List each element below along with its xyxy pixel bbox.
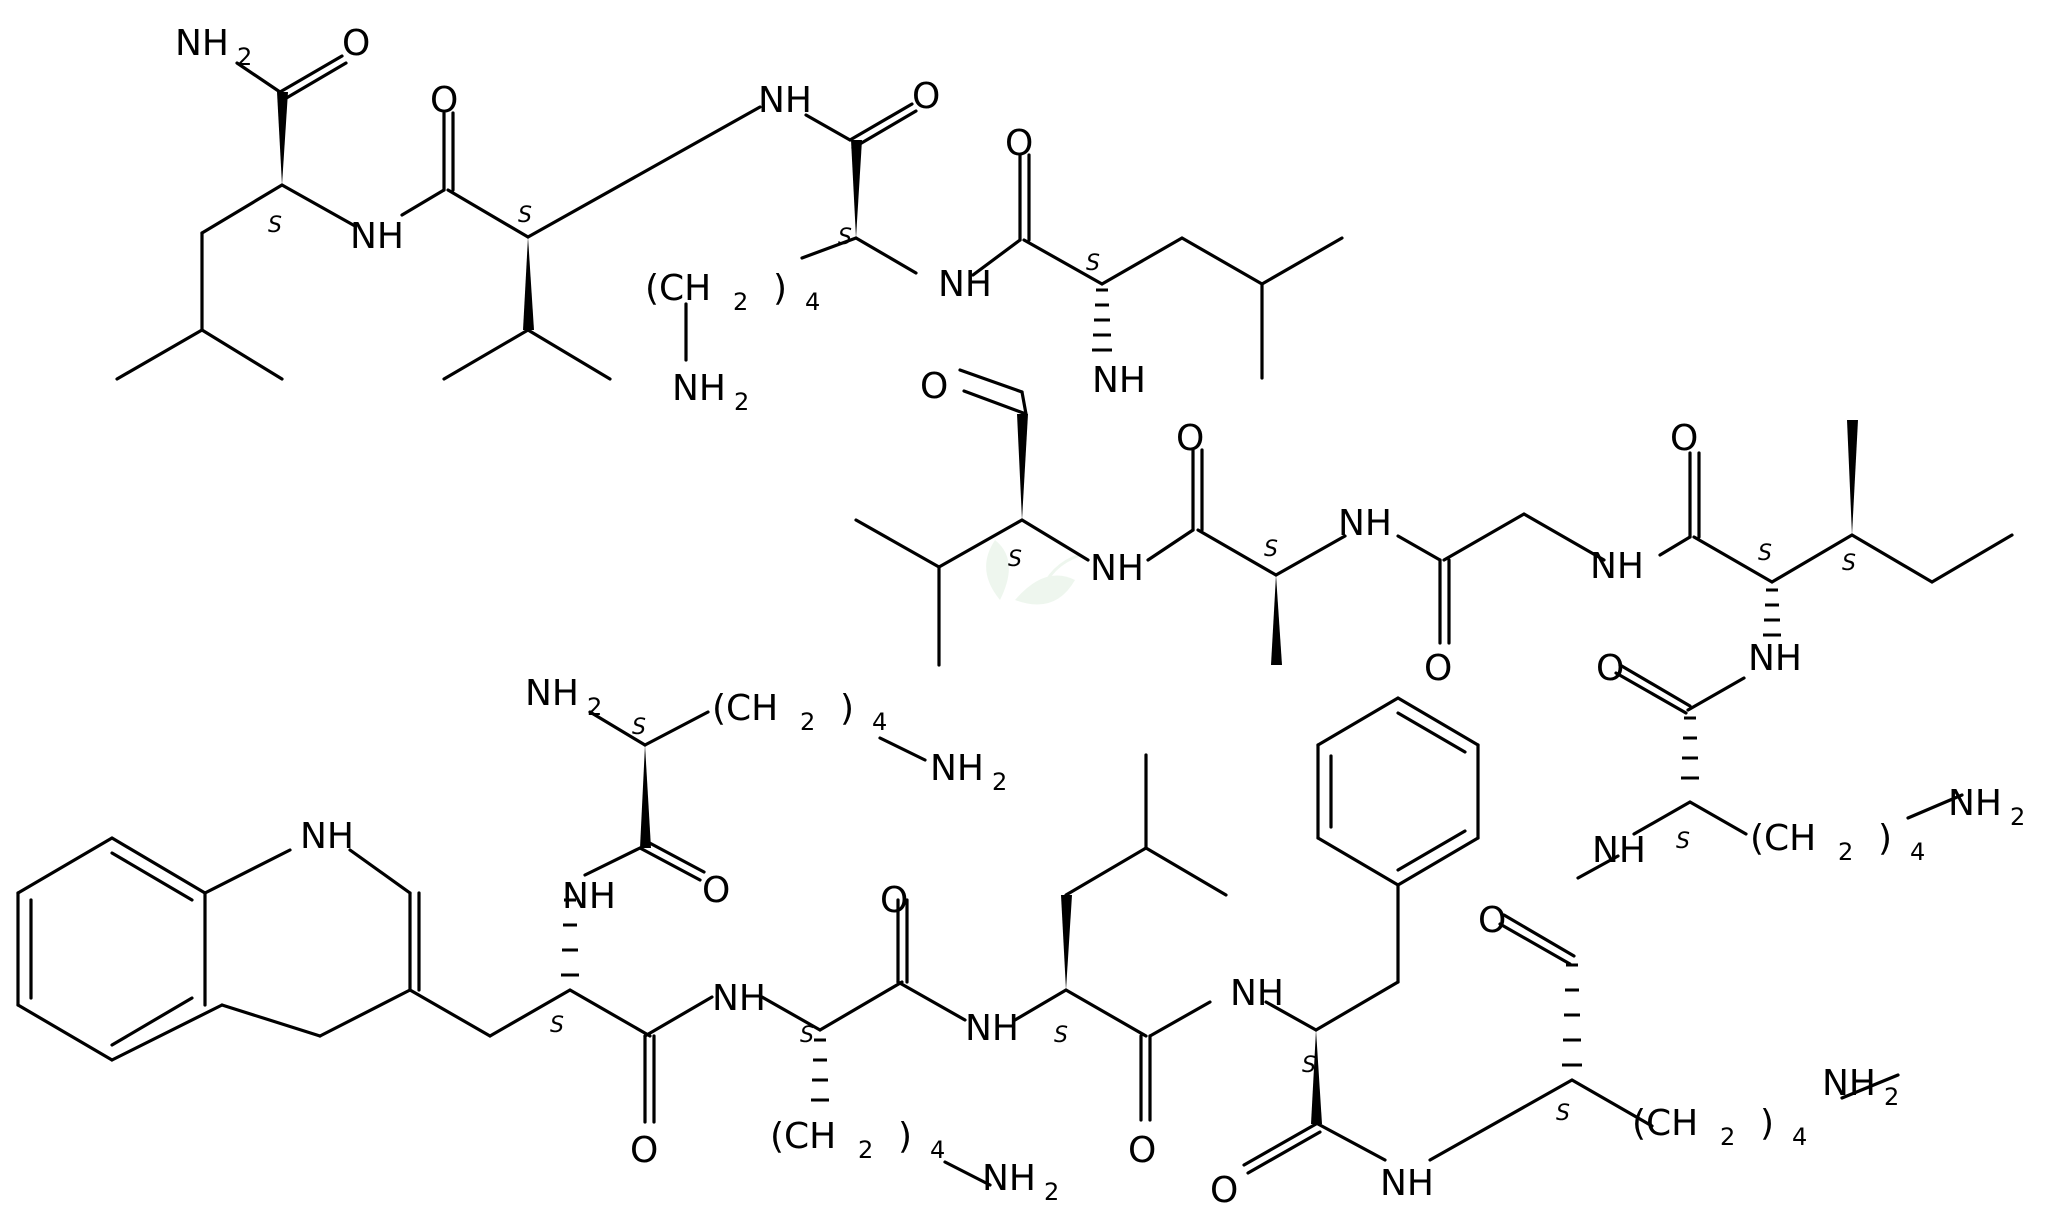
amine-label: NH (982, 1158, 1036, 1199)
stereo-s-label: S (1054, 1023, 1068, 1048)
methylene-count: 4 (1910, 838, 1925, 866)
methylene-count: 4 (930, 1136, 945, 1164)
imine-nh-label: NH (562, 876, 616, 917)
watermark-logo-icon (986, 540, 1081, 605)
methylene-paren: ) (898, 1116, 912, 1157)
imine-nh-label: NH (758, 80, 812, 121)
imine-nh-label: NH (1748, 638, 1802, 679)
amine-label: NH (672, 368, 726, 409)
methylene-label: (CH (645, 268, 711, 309)
imine-nh-label: NH (1592, 830, 1646, 871)
stereo-s-label: S (838, 225, 852, 250)
methylene-label: (CH (712, 688, 778, 729)
amine-subscript: 2 (237, 43, 252, 71)
imine-nh-label: NH (965, 1008, 1019, 1049)
stereo-s-label: S (800, 1023, 814, 1048)
stereo-s-label: S (550, 1013, 564, 1038)
amine-label: NH (525, 673, 579, 714)
oxygen-label: O (1596, 648, 1624, 689)
oxygen-label: O (430, 80, 458, 121)
oxygen-label: O (1005, 123, 1033, 164)
imine-nh-label: NH (938, 264, 992, 305)
bond-lines (16, 54, 2014, 1187)
stereo-s-label: S (268, 213, 282, 238)
amine-label: NH (930, 748, 984, 789)
methylene-label: (CH (1632, 1103, 1698, 1144)
imine-nh-label: NH (1338, 503, 1392, 544)
methylene-subscript: 2 (800, 708, 815, 736)
stereo-s-label: S (632, 715, 646, 740)
amine-subscript: 2 (1884, 1083, 1899, 1111)
methylene-subscript: 2 (1838, 838, 1853, 866)
oxygen-label: O (912, 76, 940, 117)
methylene-count: 4 (805, 288, 820, 316)
amine-label: NH (175, 23, 229, 64)
amine-subscript: 2 (587, 693, 602, 721)
imine-nh-label: NH (712, 978, 766, 1019)
amine-subscript: 2 (2010, 803, 2025, 831)
oxygen-label: O (880, 880, 908, 921)
stereo-s-label: S (1758, 541, 1772, 566)
stereo-s-label: S (1556, 1101, 1570, 1126)
imine-nh-label: NH (300, 816, 354, 857)
methylene-subscript: 2 (858, 1136, 873, 1164)
imine-nh-label: NH (1092, 360, 1146, 401)
stereo-s-label: S (1842, 551, 1856, 576)
stereo-s-label: S (1086, 251, 1100, 276)
oxygen-label: O (1478, 900, 1506, 941)
oxygen-label: O (702, 870, 730, 911)
stereo-s-label: S (518, 203, 532, 228)
stereo-s-label: S (1302, 1053, 1316, 1078)
amine-label: NH (1948, 783, 2002, 824)
imine-nh-label: NH (1090, 548, 1144, 589)
amine-subscript: 2 (992, 768, 1007, 796)
oxygen-label: O (1670, 418, 1698, 459)
imine-nh-label: NH (1380, 1163, 1434, 1204)
amine-subscript: 2 (1044, 1178, 1059, 1206)
stereo-s-label: S (1676, 829, 1690, 854)
imine-nh-label: NH (350, 216, 404, 257)
oxygen-label: O (1128, 1130, 1156, 1171)
methylene-count: 4 (872, 708, 887, 736)
amine-label: NH (1822, 1063, 1876, 1104)
oxygen-label: O (1424, 648, 1452, 689)
methylene-count: 4 (1792, 1123, 1807, 1151)
stereo-bonds (277, 92, 1858, 1124)
stereo-s-label: S (1008, 547, 1022, 572)
methylene-paren: ) (1878, 818, 1892, 859)
methylene-paren: ) (840, 688, 854, 729)
methylene-label: (CH (770, 1116, 836, 1157)
stereo-s-label: S (1264, 537, 1278, 562)
imine-nh-label: NH (1590, 546, 1644, 587)
amine-subscript: 2 (734, 388, 749, 416)
methylene-label: (CH (1750, 818, 1816, 859)
oxygen-label: O (630, 1130, 658, 1171)
methylene-paren: ) (773, 268, 787, 309)
methylene-paren: ) (1760, 1103, 1774, 1144)
imine-nh-label: NH (1230, 973, 1284, 1014)
oxygen-label: O (342, 23, 370, 64)
oxygen-label: O (1210, 1170, 1238, 1211)
methylene-subscript: 2 (733, 288, 748, 316)
methylene-subscript: 2 (1720, 1123, 1735, 1151)
oxygen-label: O (1176, 418, 1204, 459)
oxygen-label: O (920, 366, 948, 407)
